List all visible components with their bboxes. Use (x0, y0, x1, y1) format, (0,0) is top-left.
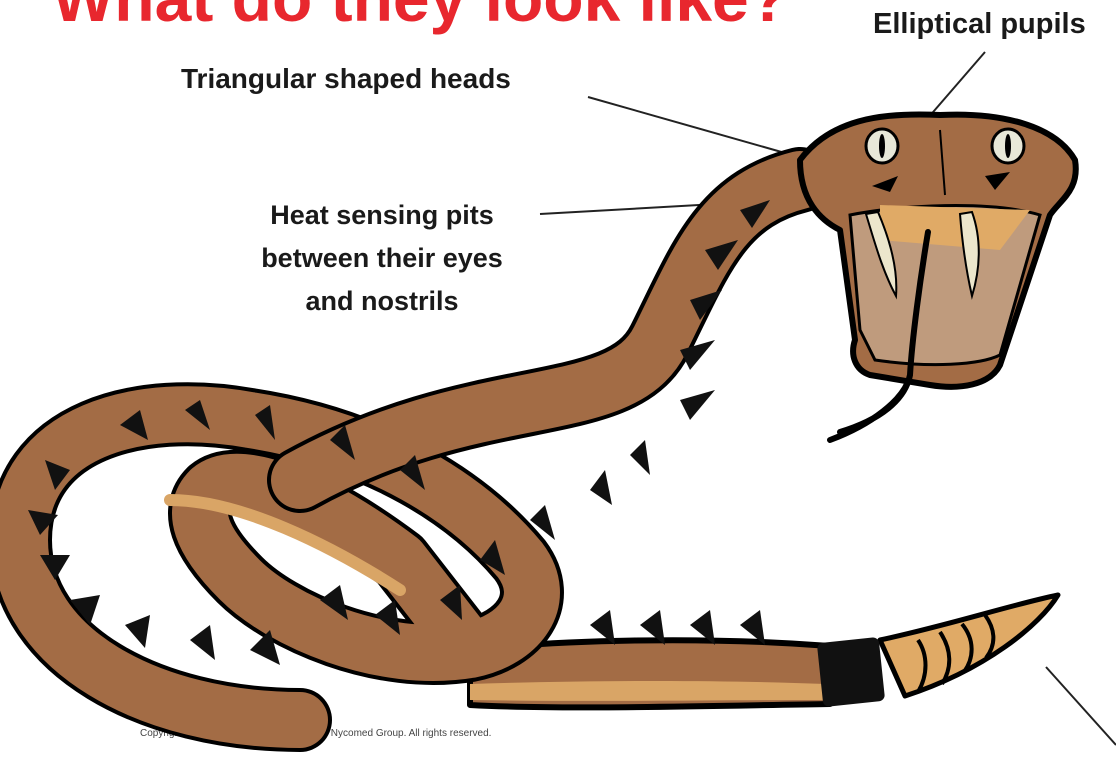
right-pupil (1005, 134, 1011, 158)
leader-line-rattle (1046, 667, 1116, 745)
left-pupil (879, 134, 885, 158)
leader-line-heads (588, 97, 785, 153)
tail-belly-stripe (470, 681, 826, 701)
rattle (880, 595, 1058, 696)
snake-head (800, 114, 1076, 440)
rattle-band (817, 637, 885, 707)
